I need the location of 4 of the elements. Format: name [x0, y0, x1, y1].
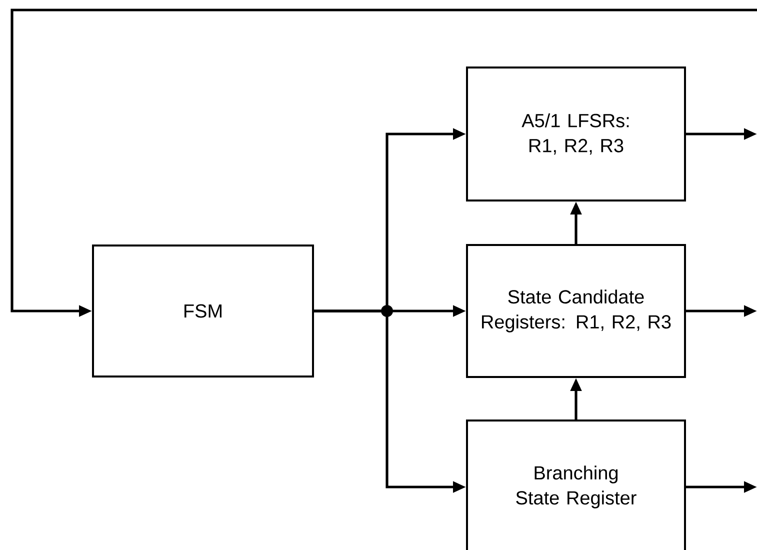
process-box: A5/1 LFSRs: R1, R2, R3	[466, 66, 686, 202]
process-box: Branching State Register	[466, 420, 686, 550]
process-box: State Candidate Registers: R1, R2, R3	[466, 244, 686, 378]
process-box: FSM	[92, 244, 314, 378]
